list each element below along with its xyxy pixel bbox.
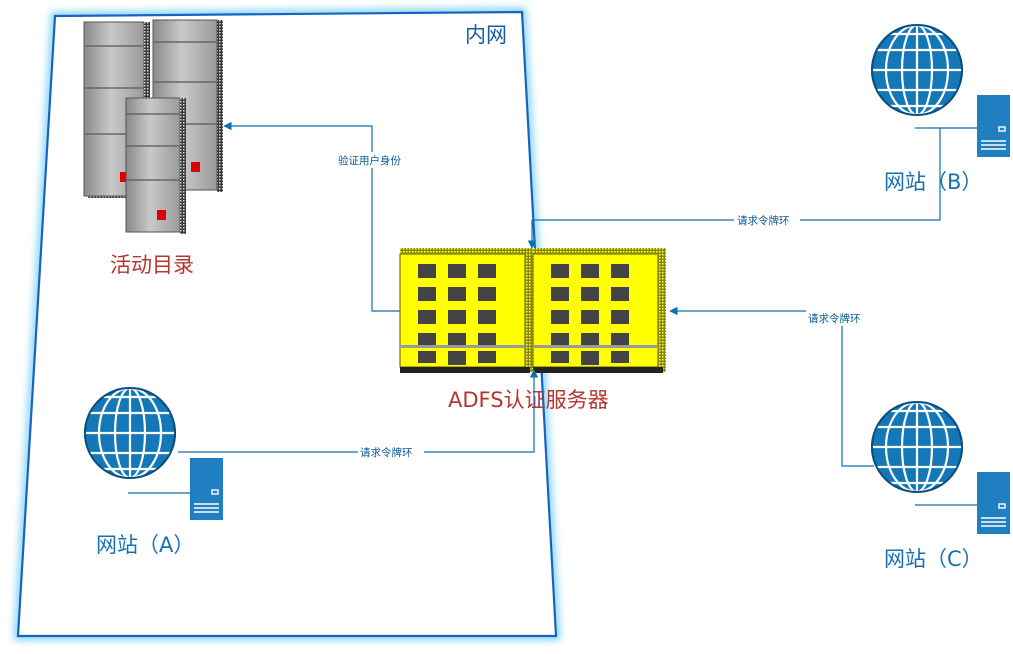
site-a-label: 网站（A） — [96, 533, 194, 557]
edge-label-token-request-b: 请求令牌环 — [737, 214, 790, 227]
site-a-server-icon — [189, 457, 224, 521]
adfs-server-building-icon — [399, 247, 667, 374]
site-b-label: 网站（B） — [884, 170, 982, 194]
edge-label-token-request-c: 请求令牌环 — [808, 312, 861, 325]
adfs-windows-left — [418, 264, 496, 365]
site-c-server-icon — [976, 471, 1011, 535]
site-b-globe-icon — [870, 23, 964, 117]
edge-token-request-c — [669, 306, 874, 467]
adfs-windows-right — [551, 264, 629, 365]
edge-token-request-b — [527, 128, 941, 249]
active-directory-server-icon — [83, 19, 223, 234]
adfs-server-label: ADFS认证服务器 — [448, 388, 609, 412]
edge-label-verify-identity: 验证用户身份 — [338, 154, 401, 167]
site-c-label: 网站（C） — [884, 547, 983, 571]
site-a-globe-icon — [83, 386, 177, 480]
edge-verify-identity — [223, 121, 400, 312]
site-c-globe-icon — [870, 400, 964, 494]
site-b-server-icon — [976, 94, 1011, 158]
active-directory-label: 活动目录 — [110, 253, 194, 277]
intranet-label: 内网 — [465, 23, 507, 47]
edge-token-request-a — [178, 369, 539, 453]
edge-label-token-request-a: 请求令牌环 — [360, 446, 413, 459]
